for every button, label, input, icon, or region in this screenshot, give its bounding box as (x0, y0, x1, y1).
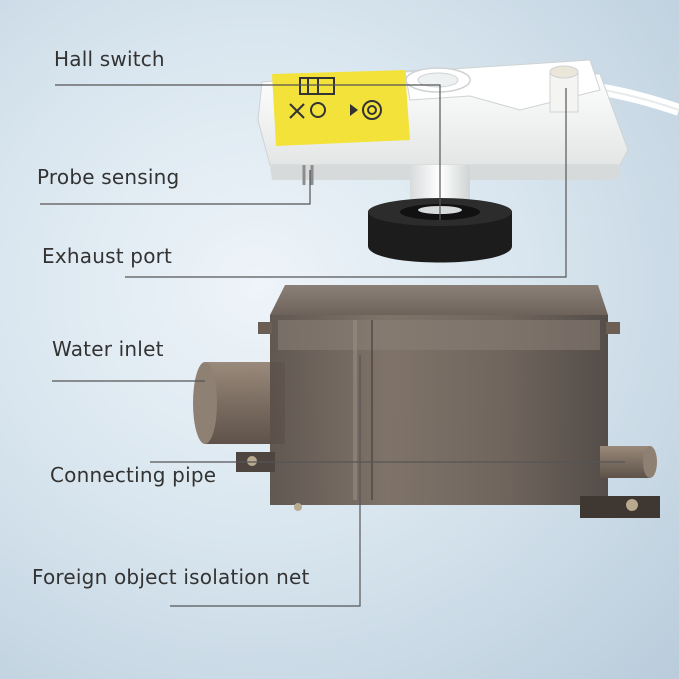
label-probe-sensing: Probe sensing (37, 165, 180, 189)
mounting-tab-right (580, 496, 660, 518)
switch-housing (257, 59, 629, 185)
warning-sticker (272, 70, 410, 146)
leader-line-isolation-net (170, 355, 361, 607)
label-exhaust-port: Exhaust port (42, 244, 173, 268)
water-tank (258, 285, 620, 505)
leader-line-exhaust-port (125, 88, 567, 278)
label-hall-switch: Hall switch (54, 47, 165, 71)
leader-line-hall-switch (55, 84, 441, 220)
leader-line-probe-sensing (40, 170, 311, 205)
label-water-inlet: Water inlet (52, 337, 164, 361)
screw (294, 503, 302, 511)
label-connecting-pipe: Connecting pipe (50, 463, 217, 487)
label-foreign-object-isolation-net: Foreign object isolation net (32, 565, 310, 589)
